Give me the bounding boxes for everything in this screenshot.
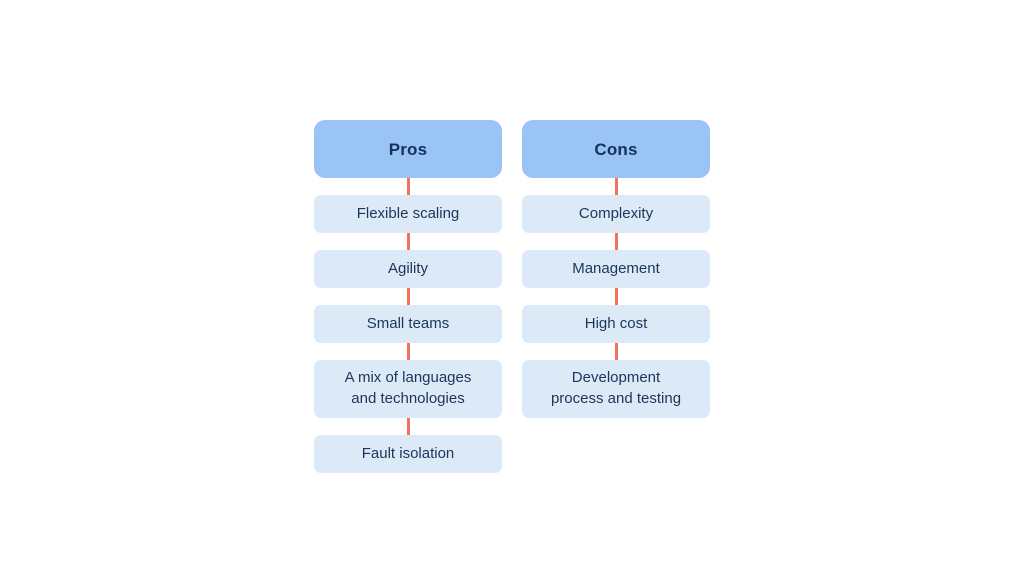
- list-item: Management: [522, 250, 710, 288]
- column-header-label-cons: Cons: [594, 139, 638, 159]
- comparison-columns: Pros Flexible scaling Agility Small team…: [314, 120, 710, 473]
- connector-line-icon: [614, 233, 618, 250]
- column-cons: Cons Complexity Management High cost: [522, 120, 710, 473]
- list-item: Fault isolation: [314, 435, 502, 473]
- connector-line-icon: [614, 288, 618, 305]
- list-item-label: Fault isolation: [361, 444, 455, 462]
- connector-cons-1: [522, 233, 710, 250]
- connector-line-icon: [406, 418, 410, 435]
- connector-line-icon: [614, 343, 618, 360]
- column-header-cons: Cons: [522, 120, 710, 178]
- list-item-label: High cost: [584, 314, 648, 332]
- connector-line-icon: [406, 233, 410, 250]
- list-item-label: Development process and testing: [550, 369, 682, 407]
- connector-cons-0: [522, 178, 710, 195]
- column-header-label-pros: Pros: [388, 139, 428, 159]
- connector-line-icon: [406, 288, 410, 305]
- connector-cons-2: [522, 288, 710, 305]
- list-item-label: Management: [572, 259, 660, 277]
- list-item: Development process and testing: [522, 360, 710, 418]
- connector-line-icon: [614, 178, 618, 195]
- connector-pros-0: [314, 178, 502, 195]
- connector-line-icon: [406, 343, 410, 360]
- list-item-label: Complexity: [578, 204, 654, 222]
- column-pros: Pros Flexible scaling Agility Small team…: [314, 120, 502, 473]
- connector-cons-3: [522, 343, 710, 360]
- connector-pros-1: [314, 233, 502, 250]
- list-item: Small teams: [314, 305, 502, 343]
- column-header-pros: Pros: [314, 120, 502, 178]
- list-item-label: Flexible scaling: [356, 204, 460, 222]
- list-item-label: Small teams: [366, 314, 450, 332]
- connector-pros-2: [314, 288, 502, 305]
- list-item: Agility: [314, 250, 502, 288]
- connector-pros-3: [314, 343, 502, 360]
- list-item: Flexible scaling: [314, 195, 502, 233]
- list-item: High cost: [522, 305, 710, 343]
- list-item-label: A mix of languages and technologies: [344, 369, 472, 407]
- list-item: A mix of languages and technologies: [314, 360, 502, 418]
- connector-pros-4: [314, 418, 502, 435]
- connector-line-icon: [406, 178, 410, 195]
- list-item: Complexity: [522, 195, 710, 233]
- list-item-label: Agility: [387, 259, 428, 277]
